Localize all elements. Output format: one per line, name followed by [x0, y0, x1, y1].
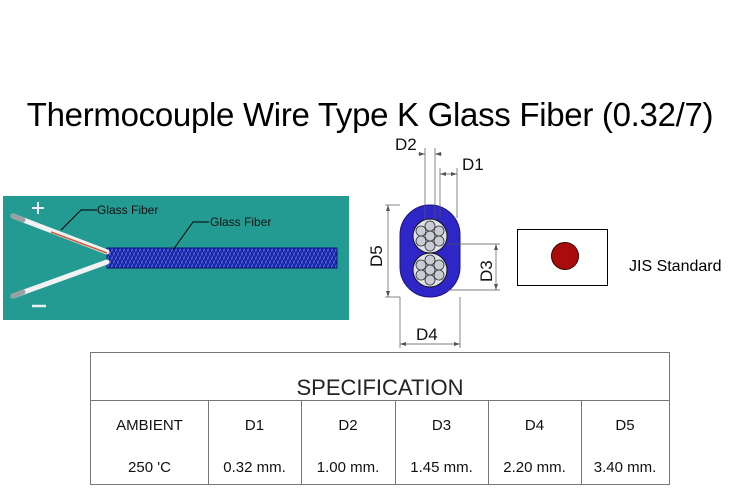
conductor-lower	[412, 252, 448, 288]
dim-d5-label: D5	[367, 245, 386, 267]
leader-line-2	[172, 221, 209, 251]
plus-icon	[32, 202, 44, 214]
col-divider	[581, 400, 582, 484]
header-d1: D1	[244, 417, 265, 434]
col-divider	[395, 400, 396, 484]
value-d5: 3.40 mm.	[593, 459, 657, 476]
header-d3: D3	[431, 417, 452, 434]
cross-section-diagram: D2 D1 D5 D3 D4	[367, 135, 500, 348]
header-d2: D2	[338, 417, 358, 434]
value-d2: 1.00 mm.	[316, 459, 380, 476]
value-ambient: 250 'C	[128, 459, 171, 476]
positive-lead	[10, 213, 110, 255]
dim-d3-label: D3	[477, 260, 496, 282]
jis-color-dot	[551, 242, 579, 270]
value-d4: 2.20 mm.	[503, 459, 566, 476]
specification-title: SPECIFICATION	[296, 375, 464, 400]
header-d5: D5	[615, 417, 635, 434]
specification-table: SPECIFICATION AMBIENT D1 D2 D3 D4 D5 250…	[90, 352, 670, 485]
dim-d4-label: D4	[416, 325, 438, 344]
header-d4: D4	[524, 417, 545, 434]
braided-jacket	[106, 247, 338, 269]
dim-d1-label: D1	[462, 155, 484, 174]
glass-fiber-label-1: Glass Fiber	[97, 203, 158, 217]
positive-lead-stripe	[50, 231, 108, 254]
table-divider-top	[91, 400, 669, 401]
negative-lead-tip	[10, 289, 26, 299]
dimension-arrows	[386, 152, 498, 346]
value-d1: 0.32 mm.	[223, 459, 286, 476]
page-title: Thermocouple Wire Type K Glass Fiber (0.…	[26, 96, 714, 133]
jis-color-box	[517, 229, 608, 286]
header-ambient: AMBIENT	[116, 417, 183, 434]
glass-fiber-label-2: Glass Fiber	[210, 215, 271, 229]
dim-d2-label: D2	[395, 135, 417, 154]
leader-line-1	[60, 209, 97, 231]
value-d3: 1.45 mm.	[410, 459, 473, 476]
jis-standard-label: JIS Standard	[629, 258, 722, 275]
negative-lead	[10, 259, 110, 299]
col-divider	[488, 400, 489, 484]
positive-lead-tip	[10, 213, 26, 223]
col-divider	[301, 400, 302, 484]
conductor-upper	[412, 218, 448, 254]
wire-illustration: + Glass Fiber Glass Fiber	[3, 196, 349, 320]
col-divider	[208, 400, 209, 484]
